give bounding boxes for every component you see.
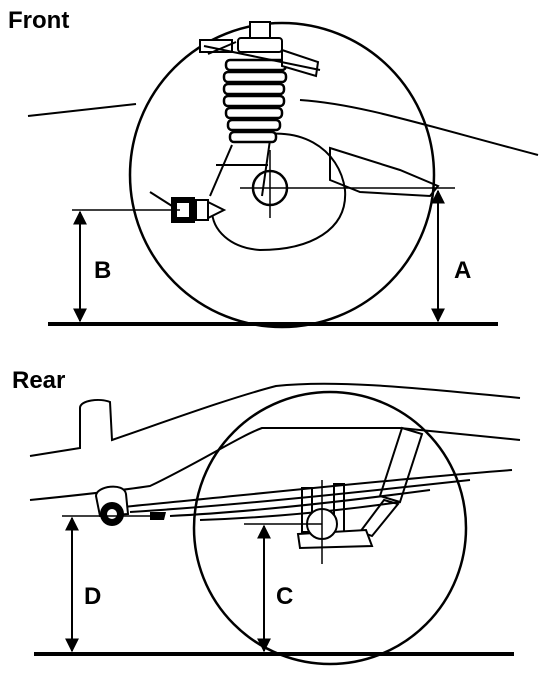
rear-section: Rear [12,367,521,666]
front-label-b: B [94,257,111,284]
rear-label-c: C [276,583,293,610]
front-strut-mount [199,21,321,78]
front-title: Front [8,7,69,34]
rear-axle-housing [296,508,374,550]
front-strut-body [209,139,271,197]
front-section: Front [8,7,539,329]
rear-body-lower-line [29,427,521,501]
rear-body-upper-line [29,382,521,457]
rear-spring-eye [94,485,166,526]
front-body-line [27,99,539,156]
front-knuckle [211,132,347,252]
front-label-a: A [454,257,471,284]
front-wheel [128,21,436,329]
rear-label-d: D [84,583,101,610]
rear-title: Rear [12,367,65,394]
rear-wheel [192,390,468,666]
front-coil-spring [222,58,288,144]
front-lower-arm [329,146,440,198]
